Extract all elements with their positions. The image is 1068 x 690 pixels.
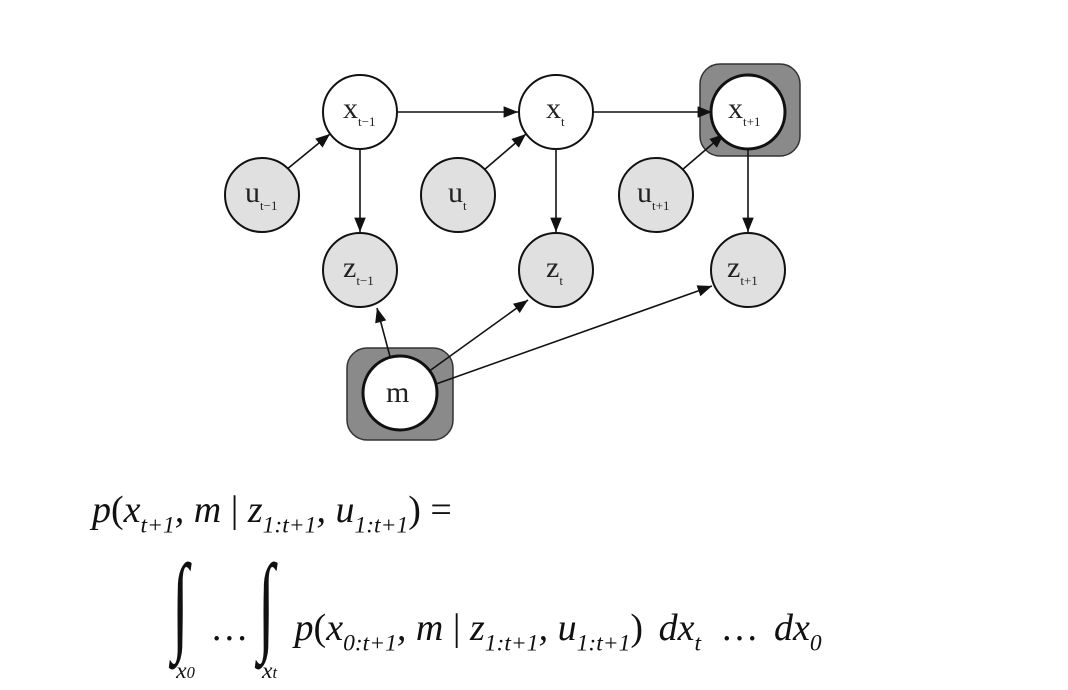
eq1-u-sub: 1:t+1 bbox=[354, 512, 409, 539]
label-x-next: xt+1 bbox=[728, 92, 760, 129]
eq1-x-sub: t+1 bbox=[140, 512, 175, 539]
eq1-x: x bbox=[123, 489, 141, 531]
graphical-model-diagram: xt−1 xt xt+1 ut−1 ut ut+1 zt−1 zt zt+1 m bbox=[224, 63, 801, 441]
label-u-prev: ut−1 bbox=[245, 176, 277, 213]
eq2-dx2: dx bbox=[773, 607, 810, 649]
node-z-next bbox=[710, 232, 786, 308]
eq2-dx1: dx bbox=[658, 607, 695, 649]
eq1-comma-m: , m bbox=[174, 489, 222, 531]
eq2-z-sub: 1:t+1 bbox=[484, 630, 539, 657]
eq1-p: p bbox=[92, 489, 111, 531]
eq2-dx2-sub: 0 bbox=[809, 630, 822, 657]
node-z-t bbox=[518, 232, 594, 308]
edge-m-znext bbox=[435, 285, 713, 385]
eq2-bar: | bbox=[452, 607, 461, 649]
label-x-prev: xt−1 bbox=[343, 92, 375, 129]
node-m bbox=[361, 354, 439, 432]
eq1-z-sub: 1:t+1 bbox=[262, 512, 317, 539]
edge-m-zt bbox=[427, 299, 529, 373]
eq1-close: ) = bbox=[408, 489, 452, 531]
eq1-bar: | bbox=[230, 489, 239, 531]
node-z-prev bbox=[322, 232, 398, 308]
label-z-t: zt bbox=[546, 251, 563, 288]
integral-sign-1: ∫ bbox=[172, 542, 189, 664]
eq2-dots2: … bbox=[720, 607, 759, 649]
eq2-dots: … bbox=[210, 607, 249, 649]
eq2-comma-u: , u bbox=[538, 607, 577, 649]
label-z-next: zt+1 bbox=[727, 251, 758, 288]
edge-ut-xt bbox=[483, 133, 527, 171]
equation-line-1: p(xt+1, m | z1:t+1, u1:t+1) = bbox=[92, 489, 452, 539]
eq2-close: ) bbox=[630, 607, 644, 649]
label-u-t: ut bbox=[448, 176, 467, 213]
eq2-z: z bbox=[469, 607, 485, 649]
label-x-t: xt bbox=[546, 92, 565, 129]
node-u-next bbox=[618, 157, 694, 233]
node-u-prev bbox=[224, 157, 300, 233]
eq1-z: z bbox=[247, 489, 263, 531]
node-x-prev bbox=[322, 74, 398, 150]
eq2-comma-m: , m bbox=[396, 607, 444, 649]
integral-sign-2: ∫ bbox=[257, 542, 275, 664]
eq2-x-sub: 0:t+1 bbox=[343, 630, 397, 657]
label-u-next: ut+1 bbox=[637, 176, 669, 213]
eq2-u-sub: 1:t+1 bbox=[576, 630, 631, 657]
edge-unext-xnext bbox=[681, 133, 725, 171]
label-m: m bbox=[386, 376, 409, 409]
node-u-t bbox=[420, 157, 496, 233]
edge-m-zprev bbox=[375, 307, 393, 365]
node-x-t bbox=[518, 74, 594, 150]
eq2-dx1-sub: t bbox=[694, 630, 701, 657]
label-z-prev: zt−1 bbox=[343, 251, 374, 288]
eq2-x: x bbox=[326, 607, 344, 649]
equation-line-2: ∫x0 … ∫xt p(x0:t+1, m | z1:t+1, u1:t+1) … bbox=[172, 542, 822, 684]
eq2-p: p bbox=[294, 607, 314, 649]
node-x-next bbox=[709, 73, 787, 151]
int2-sub: xt bbox=[261, 657, 278, 684]
eq1-comma-u: , u bbox=[316, 489, 355, 531]
int1-sub: x0 bbox=[176, 657, 195, 684]
edge-uprev-xprev bbox=[285, 133, 331, 171]
